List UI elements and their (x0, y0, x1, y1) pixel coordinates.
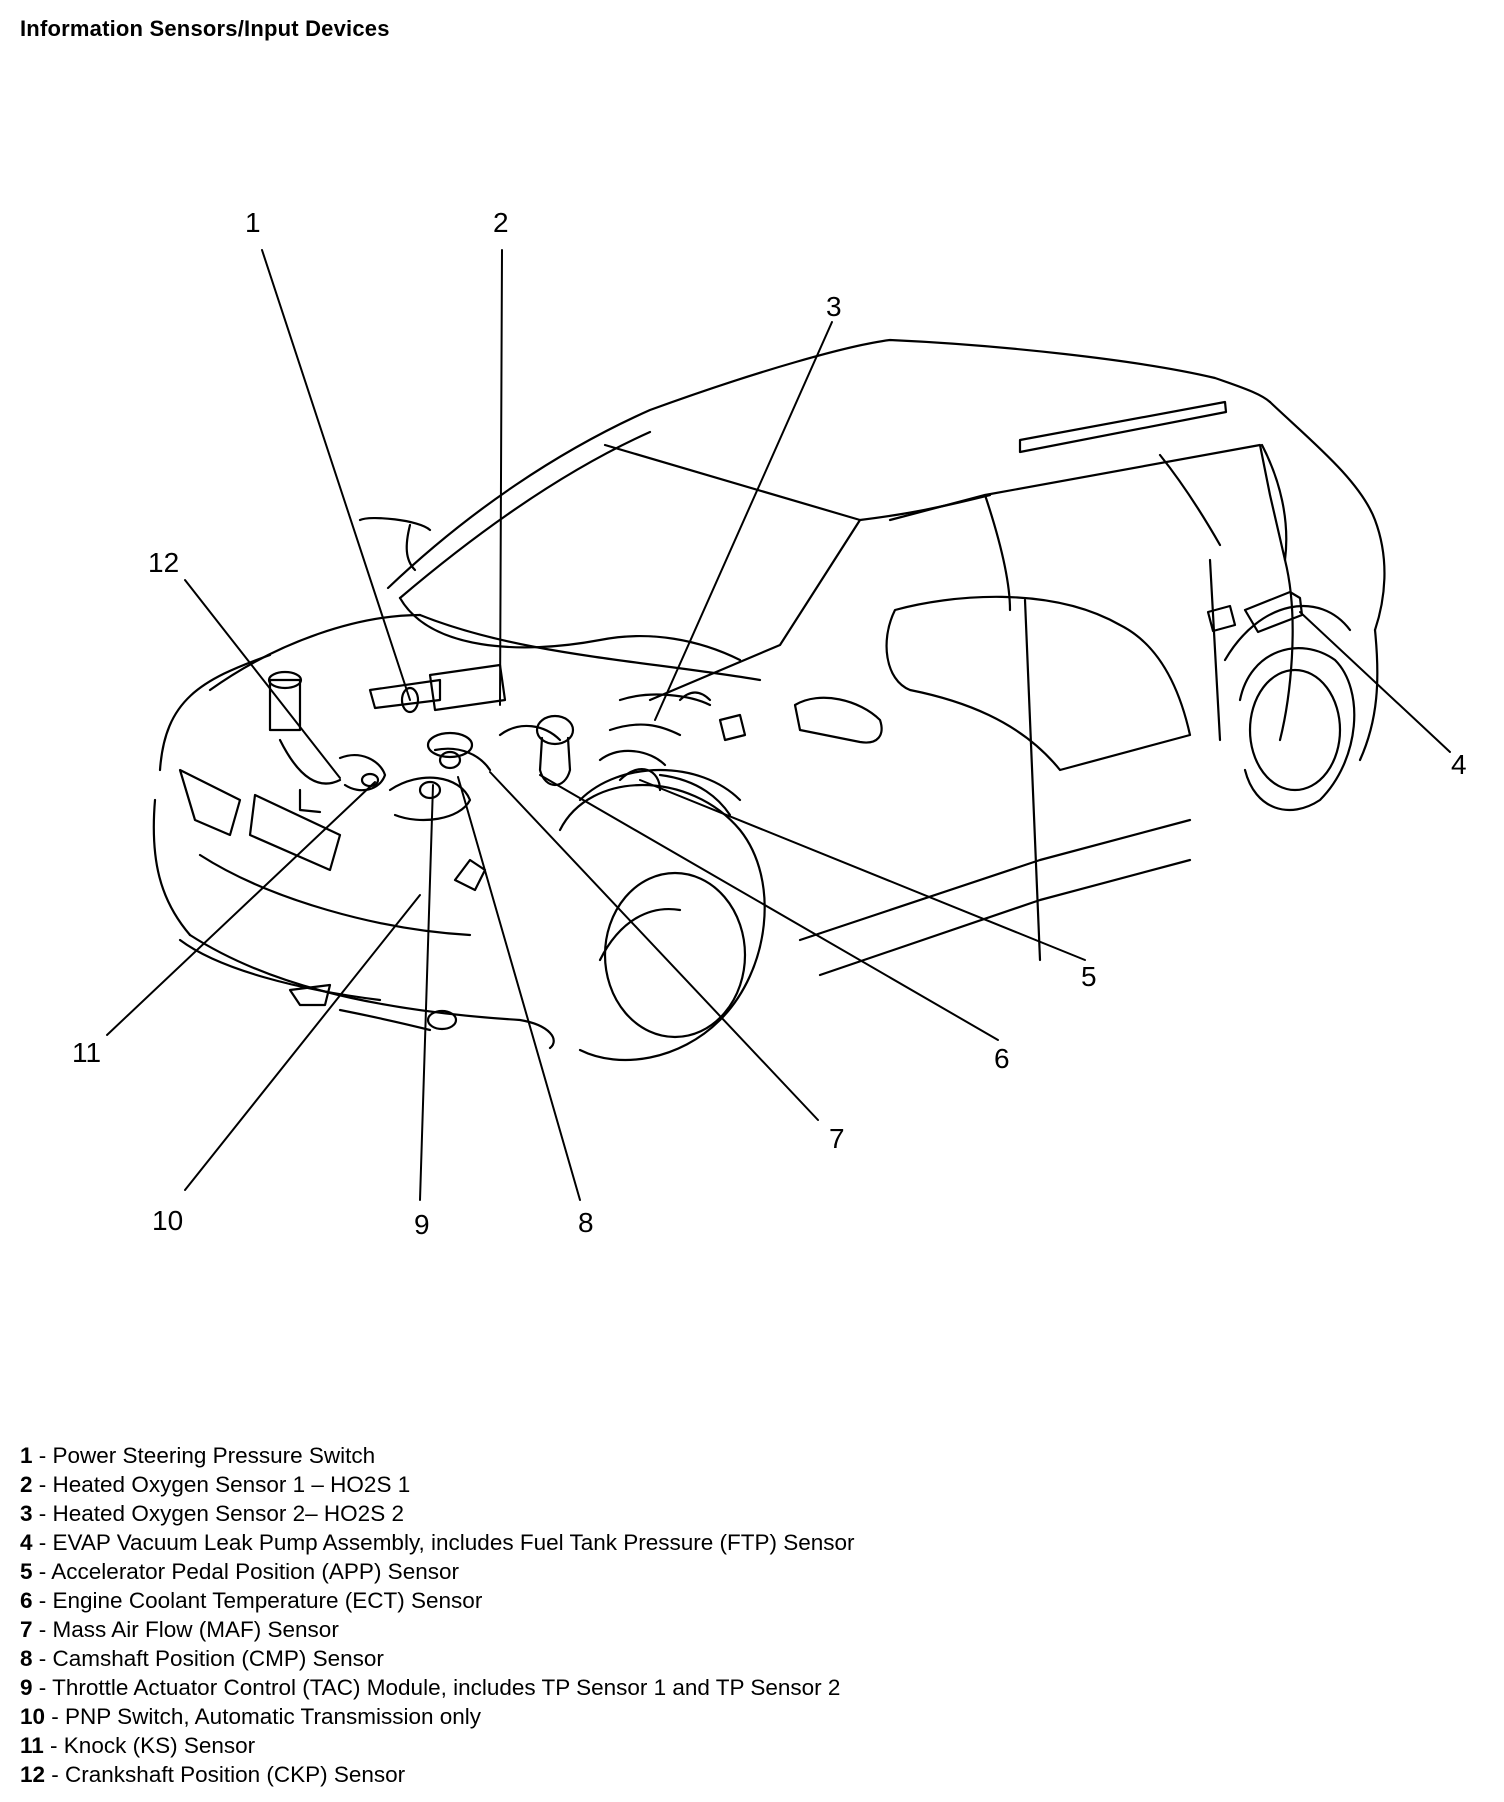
legend-label: Accelerator Pedal Position (APP) Sensor (51, 1559, 459, 1584)
legend-number: 1 (20, 1443, 33, 1468)
legend-separator: - (32, 1530, 53, 1555)
legend-number: 3 (20, 1501, 33, 1526)
legend-separator: - (45, 1704, 66, 1729)
legend-item: 1 - Power Steering Pressure Switch (20, 1441, 855, 1470)
page-title: Information Sensors/Input Devices (20, 16, 390, 41)
callout-5: 5 (1081, 961, 1097, 992)
legend-item: 9 - Throttle Actuator Control (TAC) Modu… (20, 1673, 855, 1702)
legend-label: Throttle Actuator Control (TAC) Module, … (52, 1675, 841, 1700)
legend-number: 8 (20, 1646, 33, 1671)
legend-item: 11 - Knock (KS) Sensor (20, 1731, 855, 1760)
legend-item: 6 - Engine Coolant Temperature (ECT) Sen… (20, 1586, 855, 1615)
legend-separator: - (32, 1588, 53, 1613)
callout-12: 12 (148, 547, 179, 578)
legend-item: 8 - Camshaft Position (CMP) Sensor (20, 1644, 855, 1673)
legend-separator: - (32, 1443, 53, 1468)
legend-label: Camshaft Position (CMP) Sensor (52, 1646, 384, 1671)
legend-separator: - (32, 1501, 53, 1526)
callout-11: 11 (72, 1037, 101, 1068)
legend-label: EVAP Vacuum Leak Pump Assembly, includes… (52, 1530, 855, 1555)
legend-label: Heated Oxygen Sensor 1 – HO2S 1 (52, 1472, 411, 1497)
legend-separator: - (32, 1646, 53, 1671)
legend-separator: - (32, 1559, 52, 1584)
legend-number: 4 (20, 1530, 33, 1555)
legend-item: 3 - Heated Oxygen Sensor 2– HO2S 2 (20, 1499, 855, 1528)
callout-2: 2 (493, 207, 509, 238)
legend-number: 7 (20, 1617, 33, 1642)
legend-number: 12 (20, 1762, 46, 1787)
legend-number: 5 (20, 1559, 33, 1584)
legend-label: Power Steering Pressure Switch (52, 1443, 376, 1468)
vehicle-outline (152, 338, 1386, 1062)
callout-7: 7 (829, 1123, 845, 1154)
callout-3: 3 (826, 291, 842, 322)
legend-separator: - (32, 1675, 53, 1700)
legend-label: Knock (KS) Sensor (63, 1733, 256, 1758)
legend-separator: - (43, 1733, 64, 1758)
callout-1: 1 (245, 207, 261, 238)
legend-item: 5 - Accelerator Pedal Position (APP) Sen… (20, 1557, 855, 1586)
legend-label: Heated Oxygen Sensor 2– HO2S 2 (52, 1501, 404, 1526)
legend-separator: - (45, 1762, 66, 1787)
legend-item: 7 - Mass Air Flow (MAF) Sensor (20, 1615, 855, 1644)
legend-number: 2 (20, 1472, 33, 1497)
callout-8: 8 (578, 1207, 594, 1238)
legend-item: 2 - Heated Oxygen Sensor 1 – HO2S 1 (20, 1470, 855, 1499)
callout-numbers: 1 2 3 4 5 6 7 8 9 10 11 12 (72, 207, 1467, 1240)
legend-number: 6 (20, 1588, 33, 1613)
legend-item: 12 - Crankshaft Position (CKP) Sensor (20, 1760, 855, 1789)
legend: 1 - Power Steering Pressure Switch 2 - H… (20, 1441, 855, 1789)
legend-label: Crankshaft Position (CKP) Sensor (65, 1762, 406, 1787)
legend-number: 9 (20, 1675, 33, 1700)
callout-9: 9 (414, 1209, 430, 1240)
legend-number: 10 (20, 1704, 46, 1729)
legend-number: 11 (20, 1733, 44, 1758)
legend-label: Mass Air Flow (MAF) Sensor (52, 1617, 339, 1642)
legend-separator: - (32, 1617, 53, 1642)
callout-10: 10 (152, 1205, 183, 1236)
legend-label: Engine Coolant Temperature (ECT) Sensor (52, 1588, 483, 1613)
callout-6: 6 (994, 1043, 1010, 1074)
legend-separator: - (32, 1472, 53, 1497)
vehicle-diagram: 1 2 3 4 5 6 7 8 9 10 11 12 (72, 207, 1467, 1240)
legend-label: PNP Switch, Automatic Transmission only (65, 1704, 482, 1729)
callout-4: 4 (1451, 749, 1467, 780)
callout-leader-lines (106, 249, 1451, 1201)
legend-item: 10 - PNP Switch, Automatic Transmission … (20, 1702, 855, 1731)
legend-item: 4 - EVAP Vacuum Leak Pump Assembly, incl… (20, 1528, 855, 1557)
